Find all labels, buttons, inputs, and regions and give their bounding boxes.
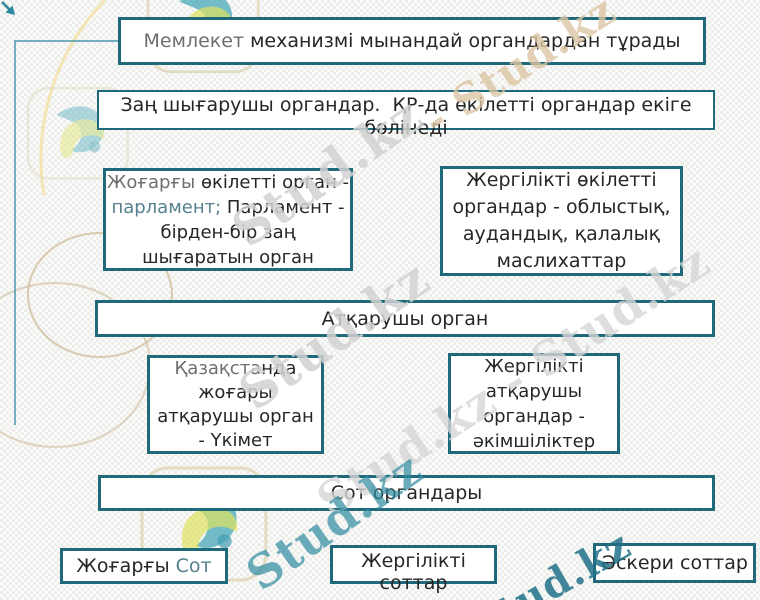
box-supreme-court: Жоғарғы Сот bbox=[60, 548, 228, 584]
parliament-seg2: өкілетті орган - bbox=[200, 171, 350, 193]
box-government: Қазақстанда жоғары атқарушы орган - Үкім… bbox=[147, 355, 324, 454]
box-local-courts: Жергілікті соттар bbox=[330, 545, 497, 594]
military-courts-text: Әскери соттар bbox=[601, 552, 748, 574]
parliament-word-parlament: парламент; bbox=[111, 196, 222, 218]
corner-arrow-icon bbox=[1, 1, 15, 15]
government-rest-text: нда жоғары атқарушы орган - Үкімет bbox=[157, 357, 314, 451]
supreme-court-word-zhogargy: Жоғарғы bbox=[76, 555, 176, 577]
executive-text: Атқарушы орган bbox=[321, 307, 489, 330]
box-state-mechanism-title: Мемлекет механизмі мынандай органдардан … bbox=[118, 17, 706, 65]
supreme-court-word-sot: Сот bbox=[175, 555, 212, 577]
box-military-courts: Әскери соттар bbox=[593, 543, 756, 583]
box-local-representative-organs: Жергілікті өкілетті органдар - облыстық,… bbox=[440, 166, 683, 276]
local-representative-text: Жергілікті өкілетті органдар - облыстық,… bbox=[452, 169, 671, 272]
supreme-court-text: Жоғарғы Сот bbox=[76, 555, 211, 577]
government-text: Қазақстанда жоғары атқарушы орган - Үкім… bbox=[157, 357, 314, 453]
local-executive-text: Жергілікті атқарушы органдар - әкімшілік… bbox=[472, 355, 596, 452]
box-legislative-organs: Заң шығарушы органдар. ҚР-да өкілетті ор… bbox=[97, 90, 715, 139]
title-word-memleket: Мемлекет bbox=[143, 30, 245, 52]
judicial-text: Сот органдары bbox=[330, 482, 483, 504]
local-courts-text: Жергілікті соттар bbox=[361, 550, 466, 594]
box-executive-organ: Атқарушы орган bbox=[95, 300, 715, 337]
parliament-word-zhogargy: Жоғарғы bbox=[106, 171, 196, 193]
parliament-text: Жоғарғы өкілетті орган - парламент; Парл… bbox=[107, 170, 349, 270]
box-local-executive-organs: Жергілікті атқарушы органдар - әкімшілік… bbox=[448, 353, 620, 454]
box-parliament: Жоғарғы өкілетті орган - парламент; Парл… bbox=[103, 168, 353, 271]
legislative-text: Заң шығарушы органдар. ҚР-да өкілетті ор… bbox=[120, 94, 692, 139]
cream-arc-decoration bbox=[39, 0, 107, 196]
government-word-kazakhstan: Қазақста bbox=[174, 357, 262, 379]
title-rest-text: механизмі мынандай органдардан тұрады bbox=[244, 30, 681, 52]
box-judicial-organs: Сот органдары bbox=[98, 475, 715, 511]
